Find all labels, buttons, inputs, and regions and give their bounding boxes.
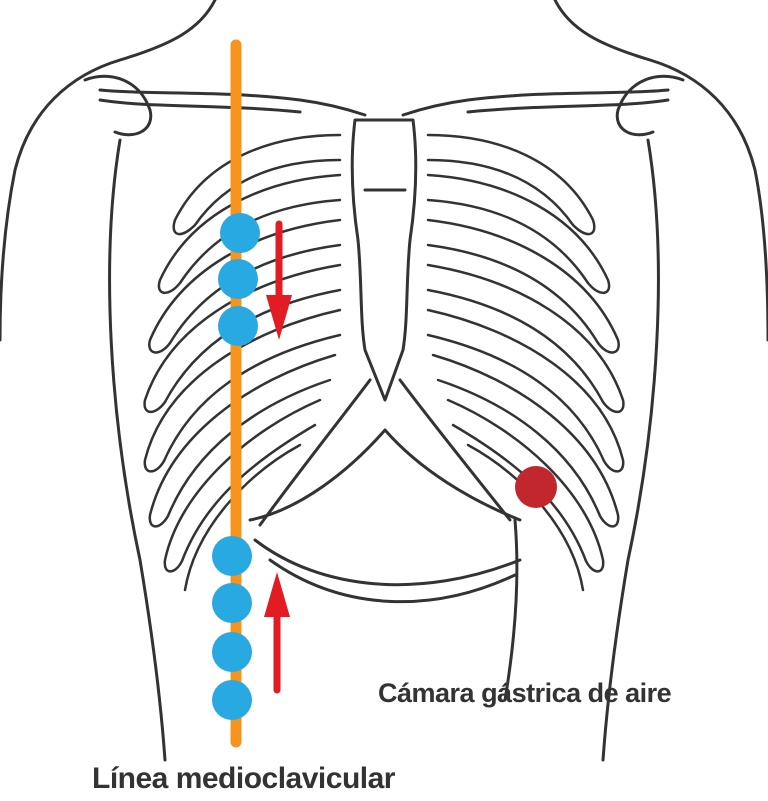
percussion-point bbox=[212, 536, 252, 576]
upper-percussion-points bbox=[218, 213, 260, 346]
percussion-point bbox=[212, 632, 252, 672]
down-arrow bbox=[266, 220, 292, 340]
midclavicular-line-label: Línea medioclavicular bbox=[92, 762, 395, 795]
torso-outline-drawing bbox=[0, 0, 768, 762]
percussion-point bbox=[212, 583, 252, 623]
percussion-point bbox=[218, 306, 258, 346]
left-ribs bbox=[143, 133, 342, 592]
gastric-air-bubble-marker bbox=[515, 466, 557, 508]
percussion-point bbox=[220, 213, 260, 253]
percussion-point bbox=[212, 680, 252, 720]
gastric-air-bubble-label: Cámara gástrica de aire bbox=[378, 678, 672, 708]
right-ribs bbox=[426, 133, 625, 592]
percussion-point bbox=[218, 259, 258, 299]
lower-percussion-points bbox=[212, 536, 252, 720]
up-arrow bbox=[264, 572, 290, 694]
